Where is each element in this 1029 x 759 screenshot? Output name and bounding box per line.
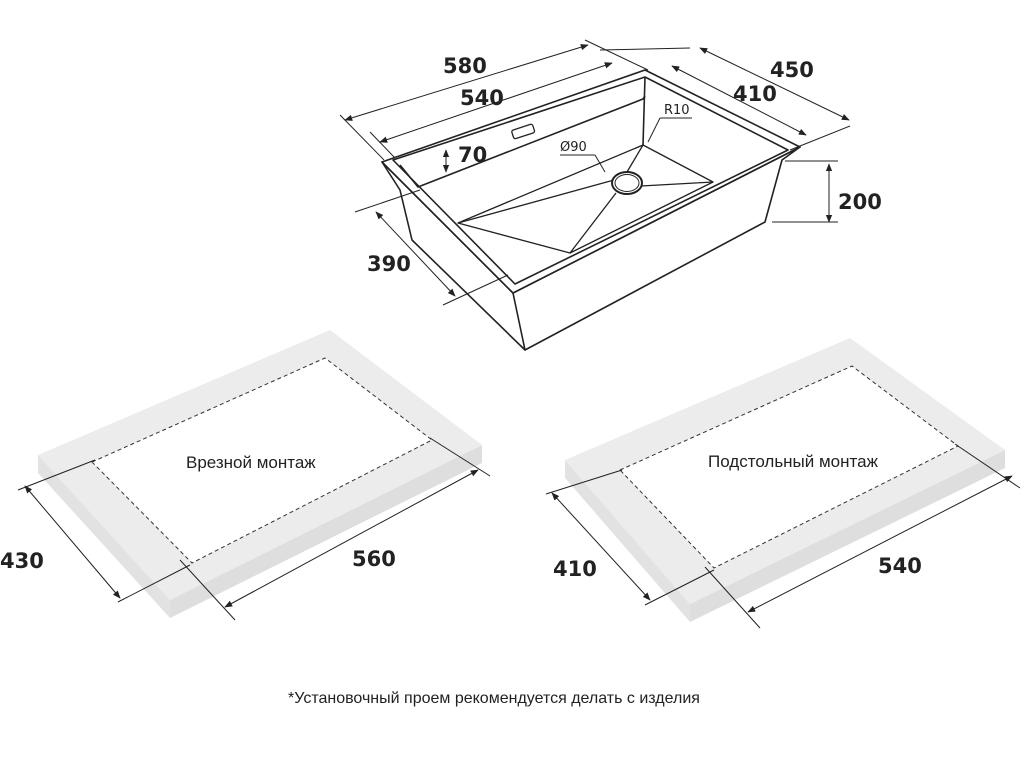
dim-outer-length: 580	[443, 54, 487, 78]
sink-drawing	[381, 69, 801, 351]
under-mount-length: 540	[878, 554, 922, 578]
dim-inner-width: 410	[733, 82, 777, 106]
dim-bowl-width: 390	[367, 252, 411, 276]
under-mount-label: Подстольный монтаж	[708, 452, 879, 471]
footnote: *Установочный проем рекомендуется делать…	[288, 690, 700, 707]
top-mount-length: 560	[352, 547, 396, 571]
dim-depth: 200	[838, 190, 882, 214]
dim-outer-width: 450	[770, 58, 814, 82]
dim-drain: Ø90	[560, 140, 587, 155]
top-mount-label: Врезной монтаж	[186, 453, 316, 472]
top-mount-slab	[38, 330, 482, 618]
dim-radius: R10	[664, 103, 690, 118]
top-mount-width: 430	[0, 549, 44, 573]
drain-hole	[611, 171, 643, 195]
sink-shelf	[399, 95, 646, 188]
dim-shelf: 70	[458, 143, 487, 167]
under-mount-width: 410	[553, 557, 597, 581]
dim-inner-length: 540	[460, 86, 504, 110]
